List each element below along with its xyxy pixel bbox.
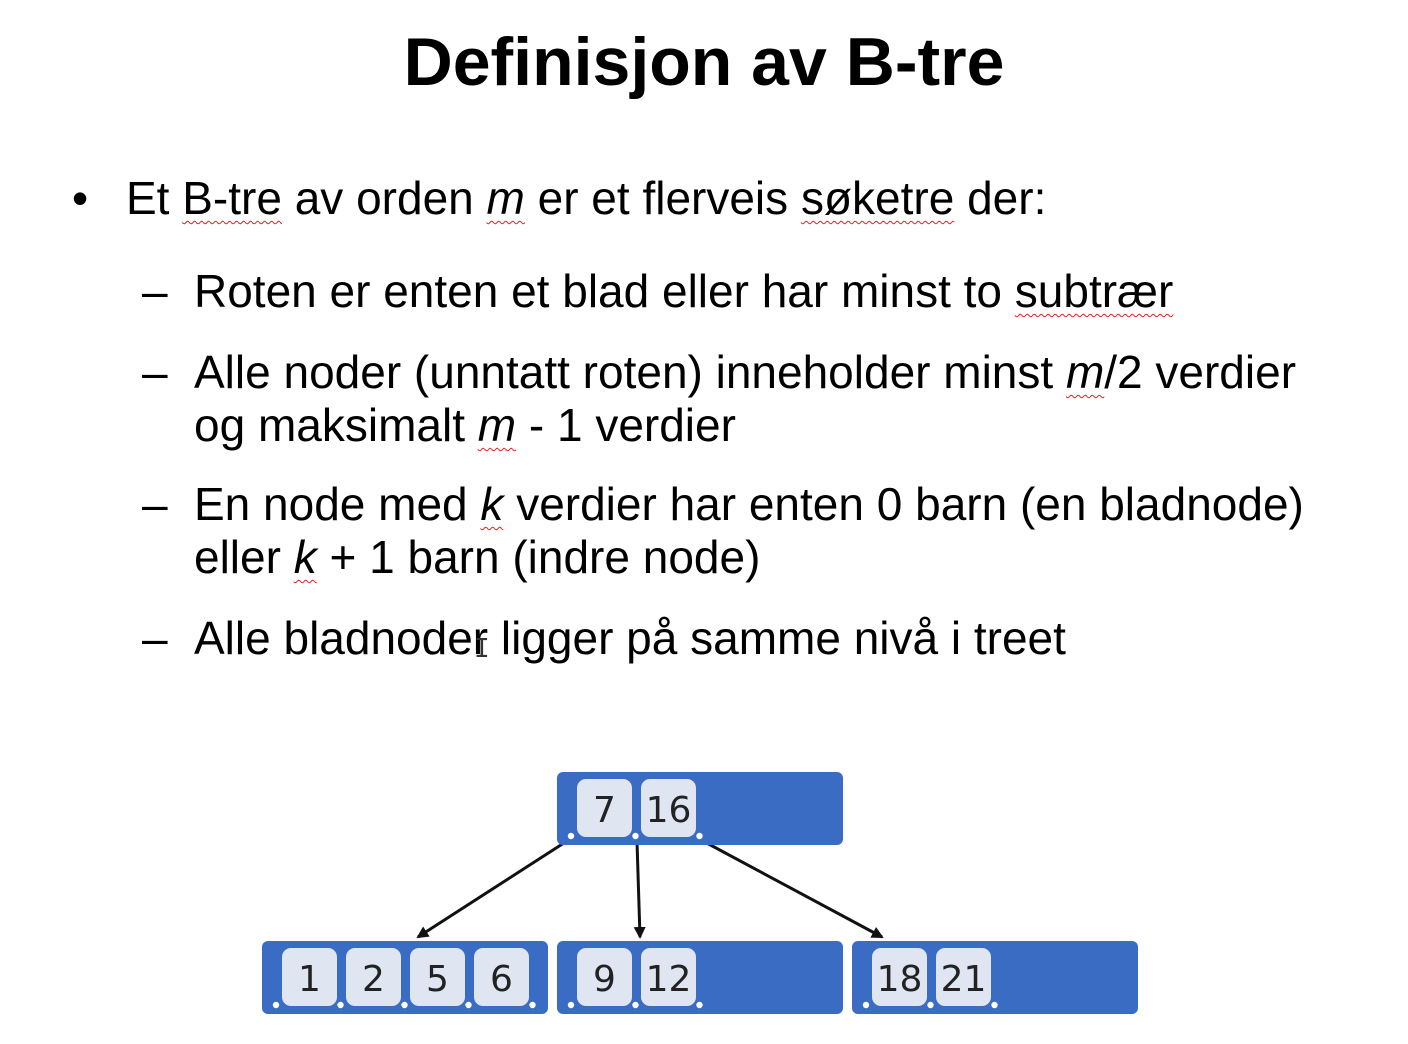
child-pointer-dot [632,832,639,840]
key-value: 16 [646,790,692,831]
tree-edge-arrow [416,839,568,939]
dash-marker: – [142,346,168,398]
dash-marker: – [142,612,168,664]
leaf-node: 9 12 [557,941,843,1014]
child-pointer-dot [696,832,703,840]
child-pointer-dot [567,1001,575,1009]
sub-bullet-text: Alle bladnoder ligger på samme nivå i tr… [194,612,1066,664]
key-cell [936,948,991,1006]
key-cell [474,948,529,1006]
child-pointer-dot [567,832,575,840]
child-pointer-dot [529,1001,536,1009]
sub-bullet-text-line2: og maksimalt m - 1 verdier [194,399,736,451]
key-value: 7 [593,790,616,831]
key-value: 6 [490,959,513,1000]
key-cell [872,948,927,1006]
child-pointer-dot [927,1001,934,1009]
key-cell [282,948,337,1006]
child-pointer-dot [632,1001,639,1009]
sub-bullet-text: Roten er enten et blad eller har minst t… [194,265,1174,317]
child-pointer-dot [862,1001,870,1009]
dash-marker: – [142,265,168,317]
child-pointer-dot [696,1001,703,1009]
key-value: 21 [941,959,987,1000]
child-pointer-dot [337,1001,344,1009]
main-bullet-text: Et B-tre av orden m er et flerveis søket… [126,172,1047,224]
text-cursor-icon: I [474,634,490,664]
sub-bullet-text: Alle noder (unntatt roten) inneholder mi… [194,346,1297,398]
tree-edge-arrow [702,839,884,939]
sub-bullet-text-line2: eller k + 1 barn (indre node) [194,531,761,583]
key-cell [577,779,632,837]
sub-bullet-text: En node med k verdier har enten 0 barn (… [194,478,1304,530]
dash-marker: – [142,478,168,530]
root-node: 7 16 [557,772,843,845]
child-pointer-dot [401,1001,408,1009]
key-value: 18 [877,959,923,1000]
key-value: 12 [646,959,692,1000]
child-pointer-dot [272,1001,280,1009]
child-pointer-dot [465,1001,472,1009]
key-value: 9 [593,959,616,1000]
key-cell [346,948,401,1006]
key-value: 5 [426,959,449,1000]
key-cell [410,948,465,1006]
key-value: 2 [362,959,385,1000]
key-value: 1 [298,959,321,1000]
key-cell [577,948,632,1006]
tree-edge-arrow [633,841,646,939]
child-pointer-dot [991,1001,998,1009]
slide-title: Definisjon av B-tre [403,24,1005,100]
key-cell [641,948,696,1006]
key-cell [641,779,696,837]
bullet-dot: • [72,172,89,224]
